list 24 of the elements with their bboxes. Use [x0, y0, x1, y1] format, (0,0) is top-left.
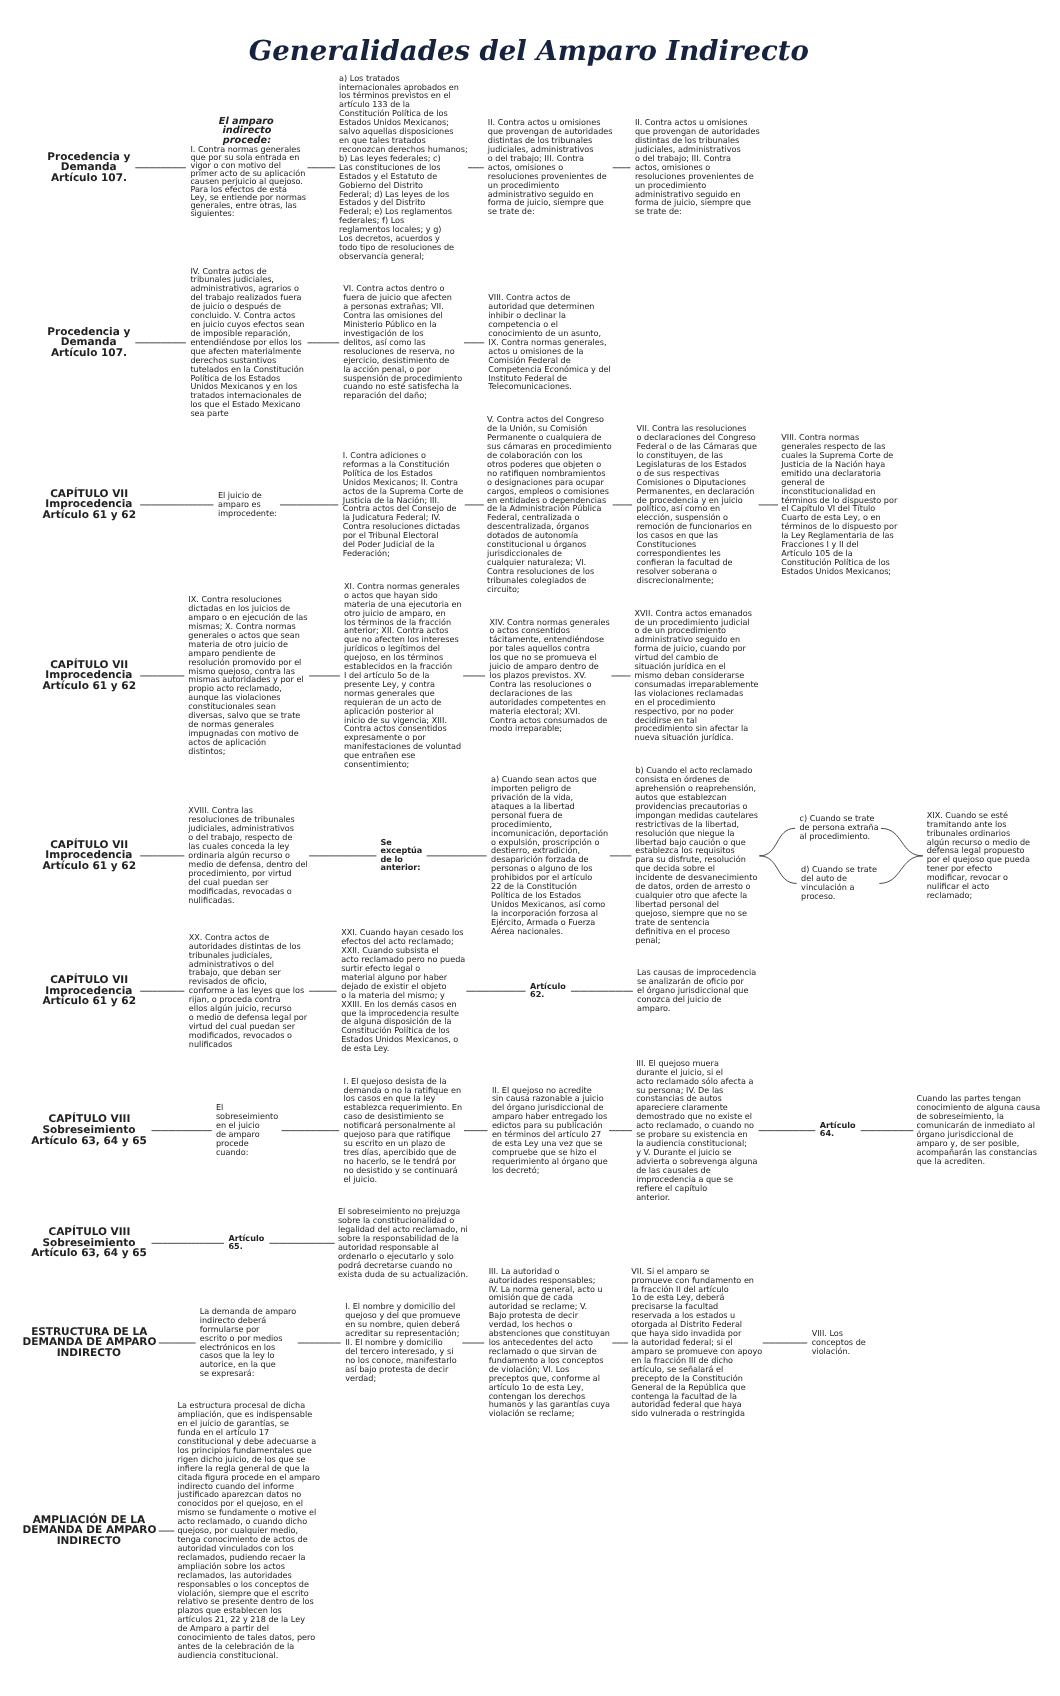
connector [880, 826, 924, 856]
connector [307, 341, 340, 343]
connector [758, 826, 796, 856]
connector [463, 341, 485, 343]
connector [465, 989, 526, 991]
connector [463, 1129, 488, 1131]
connector [134, 341, 187, 343]
connector [134, 166, 187, 168]
connector [860, 1129, 914, 1131]
connector [307, 166, 336, 168]
connector [467, 166, 485, 168]
connector [151, 1129, 213, 1131]
connector [151, 1241, 225, 1243]
connector [878, 854, 924, 883]
connector [570, 989, 634, 991]
connector [612, 166, 631, 168]
diagram-title: Generalidades del Amparo Indirecto [248, 34, 809, 67]
connector [139, 989, 185, 991]
connector [608, 1129, 633, 1131]
connector [758, 1129, 816, 1131]
connector [281, 1129, 340, 1131]
connector [308, 989, 338, 991]
connector [268, 1241, 336, 1243]
connector [758, 854, 798, 883]
